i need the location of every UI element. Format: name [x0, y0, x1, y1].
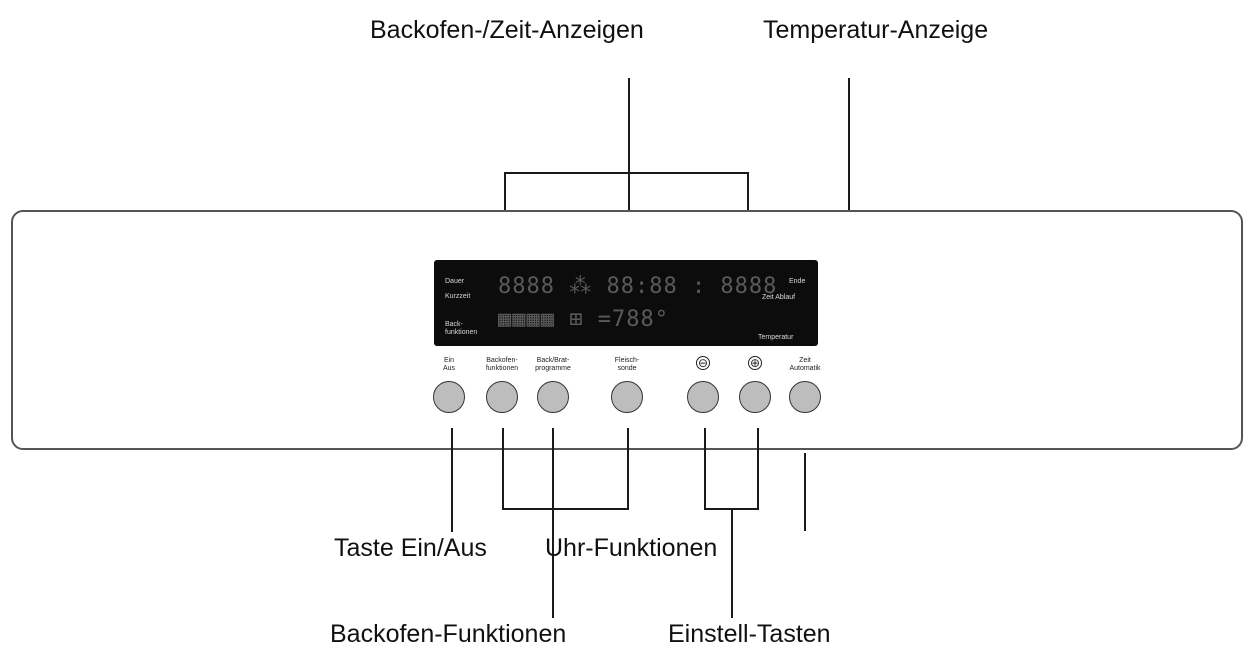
bracket-clock-bottom — [502, 508, 629, 510]
bracket-clock-left — [502, 428, 504, 510]
button-label-meat-probe: Fleisch- sonde — [614, 357, 640, 372]
leader-line-setting-keys — [731, 508, 733, 618]
display-label-duration: Dauer — [445, 278, 465, 285]
leader-line-oven-time — [628, 78, 630, 270]
oven-functions-button[interactable] — [486, 381, 518, 413]
display-label-oven-functions: Back- funktionen — [445, 321, 478, 336]
display-segments-temperature: ▦▦▦▦ ⊞ =788° — [498, 307, 669, 332]
button-label-baking-programs: Back/Brat- programme — [535, 357, 571, 372]
leader-line-oven-functions — [552, 428, 554, 618]
bracket-setting-right — [757, 428, 759, 510]
minus-button[interactable] — [687, 381, 719, 413]
leader-line-temperature-vertical — [848, 78, 850, 328]
bracket-oven-time-top — [504, 172, 749, 174]
oven-display: Dauer Kurzzeit Back- funktionen Ende Zei… — [434, 260, 818, 346]
label-on-off-key: Taste Ein/Aus — [334, 534, 487, 562]
button-label-oven-functions: Backofen- funktionen — [485, 357, 519, 372]
baking-programs-button[interactable] — [537, 381, 569, 413]
leader-line-on-off — [451, 428, 453, 532]
display-label-time-elapsed: Zeit Ablauf — [762, 294, 796, 301]
leader-line-time-automatic — [804, 453, 806, 531]
minus-icon: ⊖ — [696, 356, 710, 370]
label-temperature-display: Temperatur-Anzeige — [763, 16, 989, 44]
display-label-temperature: Temperatur — [758, 334, 794, 341]
display-label-timer: Kurzzeit — [445, 293, 471, 300]
bracket-setting-left — [704, 428, 706, 510]
button-label-on-off: Ein Aus — [442, 357, 456, 372]
label-oven-time-displays: Backofen-/Zeit-Anzeigen — [370, 16, 644, 44]
display-segments-time: 8888 ⁂ 88:88 ꞉ 8888 — [498, 274, 778, 299]
label-clock-functions: Uhr-Funktionen — [545, 534, 718, 562]
label-oven-functions: Backofen-Funktionen — [330, 620, 567, 648]
label-setting-keys: Einstell-Tasten — [668, 620, 831, 648]
plus-button[interactable] — [739, 381, 771, 413]
button-label-time-automatic: Zeit Automatik — [789, 357, 821, 372]
on-off-button[interactable] — [433, 381, 465, 413]
plus-icon: ⊕ — [748, 356, 762, 370]
meat-probe-button[interactable] — [611, 381, 643, 413]
bracket-clock-right — [627, 428, 629, 510]
time-automatic-button[interactable] — [789, 381, 821, 413]
display-label-end: Ende — [789, 278, 806, 285]
